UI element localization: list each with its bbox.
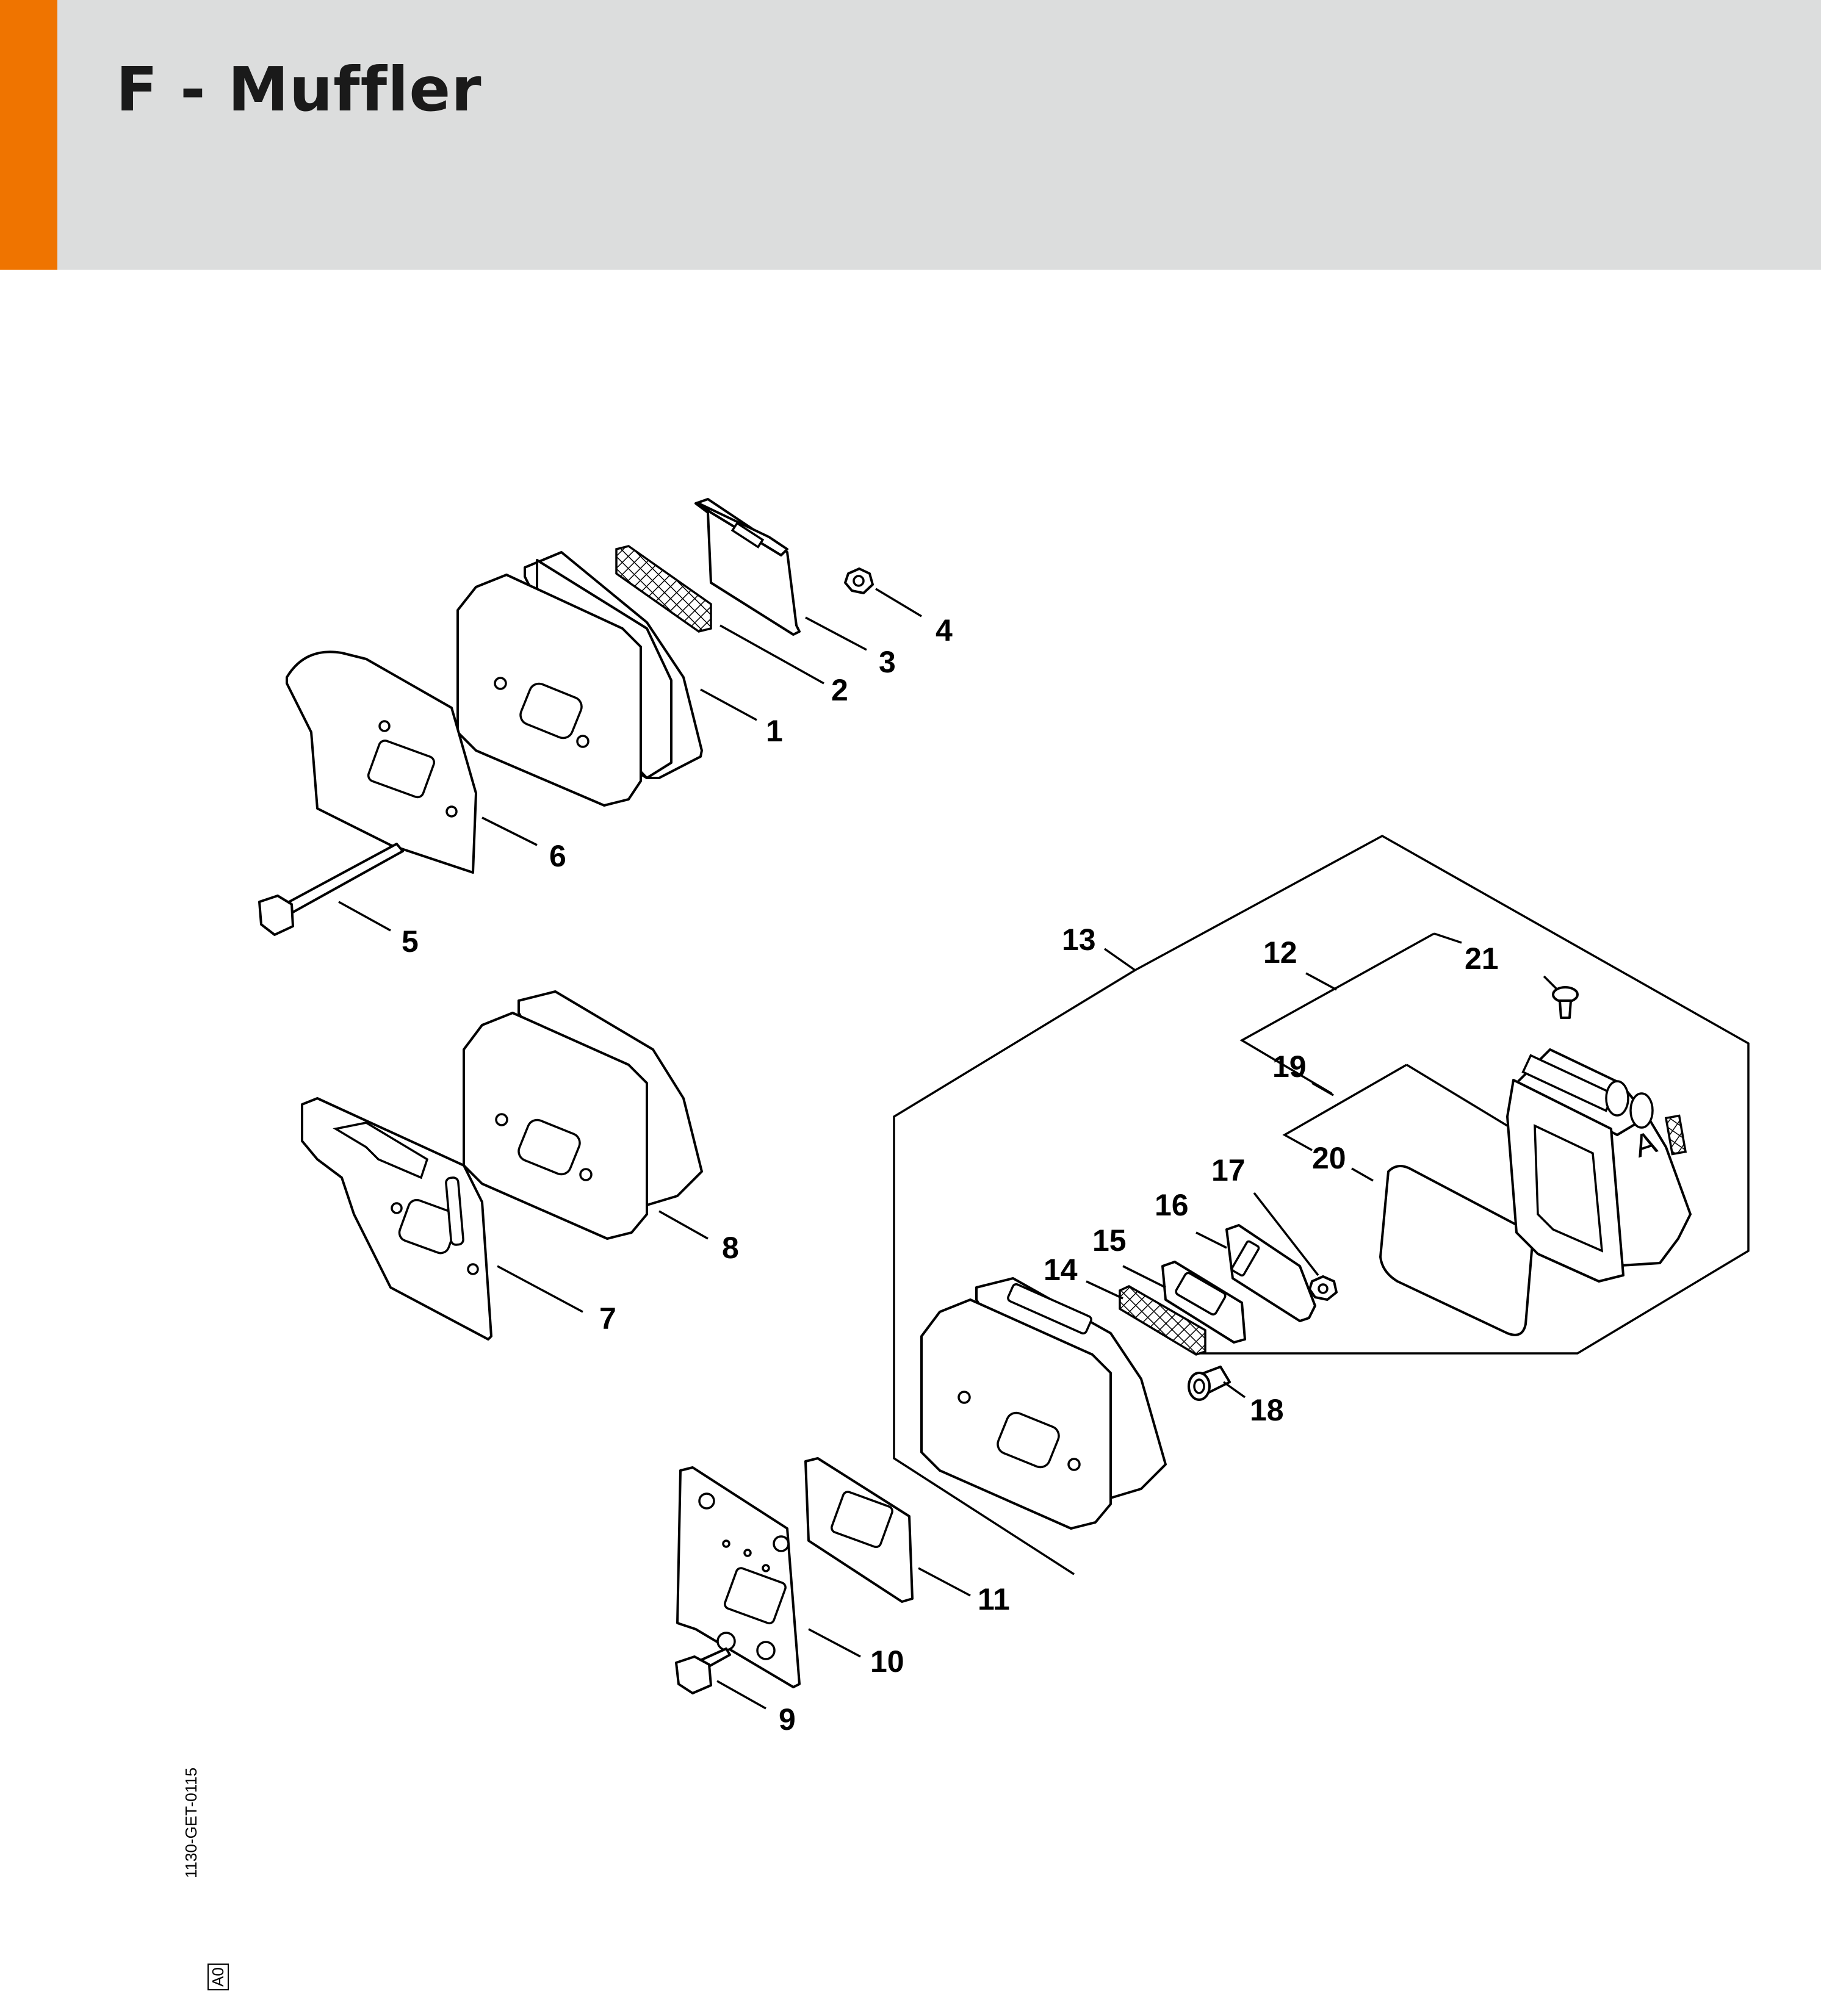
part-13-muffler-assembly [920, 1277, 1167, 1530]
drawing-reference: 1130-GET-0115 [182, 1767, 200, 1878]
callout-13: 13 [1062, 923, 1096, 957]
part-4-nut [844, 567, 874, 594]
callout-8: 8 [722, 1231, 739, 1265]
callout-16: 16 [1155, 1188, 1189, 1222]
part-10-base-plate [676, 1466, 801, 1688]
assembly-bracket-lines [893, 834, 1750, 1575]
part-18-sleeve [1188, 1366, 1231, 1401]
callout-5: 5 [402, 924, 419, 959]
part-12-deflector-housing: A [1506, 1048, 1692, 1283]
part-9-short-screw [675, 1647, 731, 1694]
callout-20: 20 [1312, 1141, 1346, 1175]
callout-17: 17 [1211, 1153, 1246, 1187]
part-2-spark-screen [615, 545, 712, 633]
part-5-long-screw [258, 843, 404, 936]
part-3-cover-plate [694, 498, 801, 636]
callout-numbers: 1 2 3 4 5 6 7 8 9 10 11 12 13 14 15 16 1… [402, 613, 1499, 1737]
part-14-spark-screen [1119, 1285, 1206, 1356]
callout-18: 18 [1250, 1393, 1284, 1427]
callout-6: 6 [549, 839, 566, 873]
callout-2: 2 [831, 673, 848, 707]
part-20-cover-sheet [1379, 1165, 1534, 1336]
callout-leader-lines [338, 588, 1557, 1710]
part-15-gasket [1161, 1261, 1246, 1344]
callout-11: 11 [978, 1582, 1010, 1616]
part-7-mounting-bracket [301, 1097, 492, 1341]
callout-3: 3 [879, 645, 896, 679]
callout-19: 19 [1272, 1049, 1307, 1084]
callout-1: 1 [766, 714, 783, 748]
drawing-revision: A0 [207, 1964, 229, 1990]
part-8-muffler [463, 990, 703, 1240]
part-16-cover [1225, 1224, 1316, 1322]
callout-14: 14 [1044, 1253, 1078, 1287]
callout-15: 15 [1092, 1223, 1127, 1258]
callout-4: 4 [936, 613, 953, 647]
part-17-screw [1308, 1275, 1338, 1301]
page-header: F - Muffler [0, 0, 1821, 270]
callout-10: 10 [870, 1644, 904, 1679]
part-11-gasket [804, 1457, 914, 1603]
header-accent-bar [0, 0, 57, 270]
callout-21: 21 [1465, 941, 1499, 976]
part-1-muffler [456, 551, 703, 807]
callout-12: 12 [1263, 935, 1297, 970]
callout-9: 9 [779, 1702, 796, 1737]
part-6-heat-shield [286, 650, 477, 874]
callout-7: 7 [599, 1301, 616, 1336]
page-title: F - Muffler [116, 54, 482, 125]
part-21-screw [1552, 986, 1579, 1019]
